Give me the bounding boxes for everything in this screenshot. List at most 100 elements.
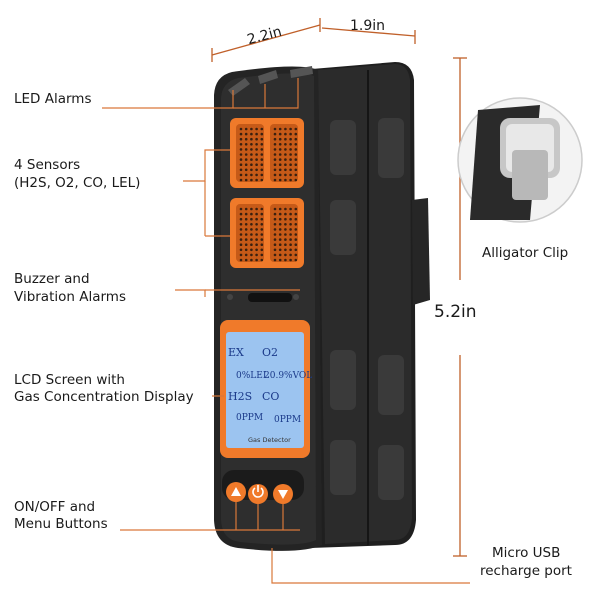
sensor-hole xyxy=(250,228,253,231)
sensor-hole xyxy=(239,217,243,221)
sensor-hole xyxy=(294,243,298,246)
sensor-hole xyxy=(294,248,298,252)
sensor-hole xyxy=(278,137,282,141)
sensor-hole xyxy=(244,158,248,161)
sensor-hole xyxy=(255,243,258,246)
sensor-hole xyxy=(289,228,292,231)
sensor-hole xyxy=(278,158,282,161)
sensor-hole xyxy=(284,127,287,131)
led-alarms-label: LED Alarms xyxy=(14,91,92,107)
sensor-hole xyxy=(244,148,248,151)
sensor-hole xyxy=(289,253,292,257)
sensor-hole xyxy=(260,178,264,182)
sensor-hole xyxy=(239,233,243,236)
sensor-hole xyxy=(260,143,264,146)
sensor-hole xyxy=(289,217,292,221)
sensor-hole xyxy=(284,153,287,156)
lcd-o2-label: O2 xyxy=(262,346,278,359)
sensor-hole xyxy=(289,158,292,161)
sensor-hole xyxy=(239,223,243,226)
sensor-hole xyxy=(289,207,292,211)
sensor-hole xyxy=(294,212,298,216)
sensor-hole xyxy=(250,148,253,151)
sensor-hole xyxy=(260,137,264,141)
sensor-hole xyxy=(273,127,277,131)
sensor-hole xyxy=(289,238,292,241)
sensors-label-line1: 4 Sensors xyxy=(14,157,81,173)
sensor-hole xyxy=(260,258,264,262)
sensor-hole xyxy=(289,137,292,141)
sensor-hole xyxy=(239,127,243,131)
sensor-hole xyxy=(278,228,282,231)
lcd-h2s-label: H2S xyxy=(228,390,252,403)
sensor-hole xyxy=(255,158,258,161)
sensor-hole xyxy=(294,168,298,172)
sensor-hole xyxy=(289,168,292,172)
sensor-hole xyxy=(273,158,277,161)
sensor-hole xyxy=(278,238,282,241)
sensor-hole xyxy=(294,223,298,226)
sensor-hole xyxy=(278,148,282,151)
sensor-hole xyxy=(255,178,258,182)
sensor-hole xyxy=(278,207,282,211)
sensor-hole xyxy=(260,238,264,241)
sensor-hole xyxy=(260,228,264,231)
sensor-hole xyxy=(244,168,248,172)
sensor-hole xyxy=(244,248,248,252)
sensor-hole xyxy=(255,127,258,131)
sensor-hole xyxy=(250,163,253,166)
sensor-hole xyxy=(294,238,298,241)
sensor-hole xyxy=(294,127,298,131)
buttons xyxy=(222,470,304,504)
sensor-hole xyxy=(278,243,282,246)
sensor-hole xyxy=(260,158,264,161)
sensor-hole xyxy=(260,217,264,221)
sensor-hole xyxy=(244,223,248,226)
height-dimension: 5.2in xyxy=(434,302,477,322)
sensor-hole xyxy=(278,132,282,136)
sensor-hole xyxy=(294,178,298,182)
sensor-hole xyxy=(284,258,287,262)
sensor-hole xyxy=(260,127,264,131)
sensor-hole xyxy=(284,253,287,257)
sensor-hole xyxy=(284,178,287,182)
sensor-hole xyxy=(244,132,248,136)
sensor-hole xyxy=(255,137,258,141)
sensor-hole xyxy=(255,173,258,177)
buzzer-slot xyxy=(227,293,299,302)
sensor-hole xyxy=(260,243,264,246)
sensor-hole xyxy=(239,248,243,252)
sensor-hole xyxy=(273,173,277,177)
sensor-hole xyxy=(239,132,243,136)
sensor-hole xyxy=(260,148,264,151)
sensor-hole xyxy=(273,228,277,231)
sensor-hole xyxy=(260,132,264,136)
sensor-hole xyxy=(255,217,258,221)
sensor-hole xyxy=(273,132,277,136)
sensor-hole xyxy=(294,173,298,177)
sensor-hole xyxy=(278,127,282,131)
sensor-hole xyxy=(284,148,287,151)
buzzer-label-line2: Vibration Alarms xyxy=(14,289,126,305)
lcd-o2-value: 20.9%VOL xyxy=(264,371,312,381)
sensor-hole xyxy=(284,248,287,252)
sensor-hole xyxy=(294,158,298,161)
sensor-hole xyxy=(250,233,253,236)
lcd-lel-value: 0%LEL xyxy=(236,371,269,381)
sensor-hole xyxy=(278,163,282,166)
sensor-hole xyxy=(273,233,277,236)
sensor-hole xyxy=(273,258,277,262)
lcd-label-line2: Gas Concentration Display xyxy=(14,389,194,405)
device-label: Gas Detector xyxy=(248,436,291,444)
sensor-hole xyxy=(278,143,282,146)
sensor-hole xyxy=(260,168,264,172)
sensor-hole xyxy=(239,253,243,257)
sensor-hole xyxy=(284,228,287,231)
sensor-hole xyxy=(255,148,258,151)
sensor-hole xyxy=(260,223,264,226)
sensor-hole xyxy=(250,258,253,262)
sensor-hole xyxy=(289,148,292,151)
sensor-hole xyxy=(284,207,287,211)
sensor-hole xyxy=(255,132,258,136)
sensor-hole xyxy=(244,243,248,246)
